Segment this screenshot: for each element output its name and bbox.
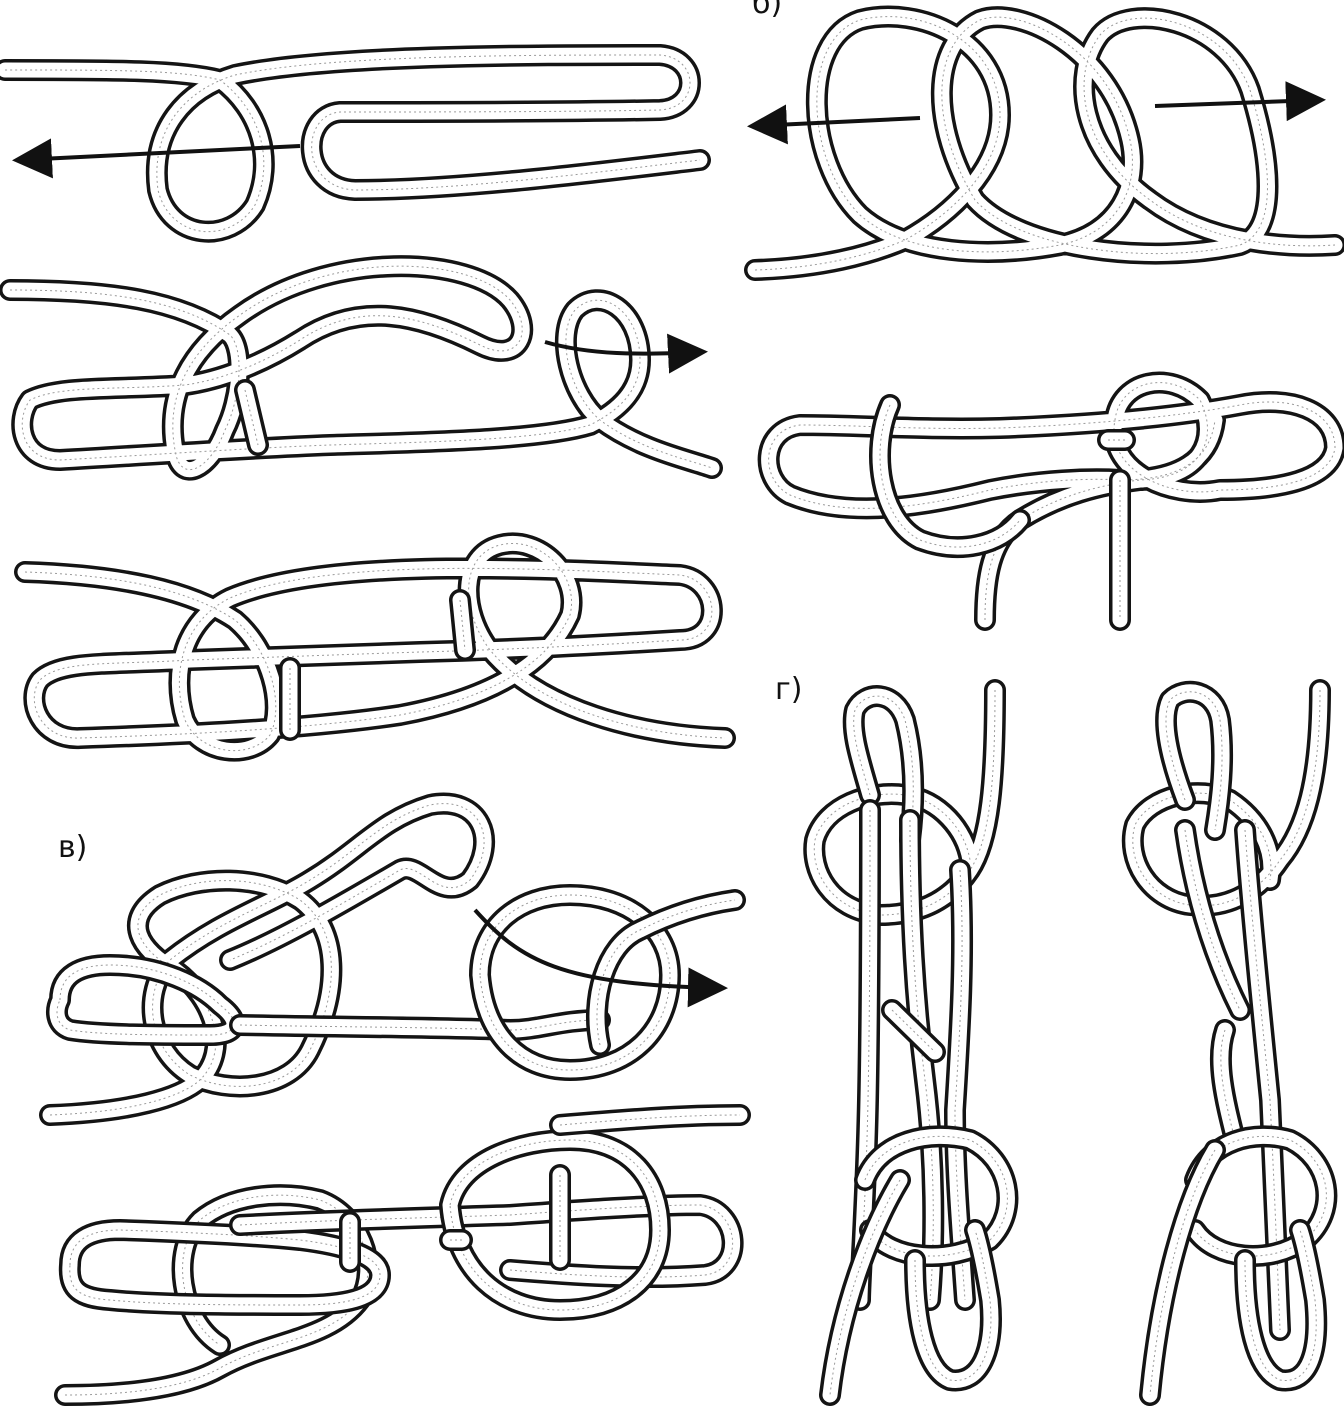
label-g: г) (775, 672, 803, 707)
step-b2-rope (757, 371, 1344, 631)
step-a1-rope (0, 44, 711, 243)
arrow-right-b1 (1154, 81, 1326, 122)
step-c2-rope (54, 1104, 751, 1406)
label-v: в) (58, 830, 88, 865)
step-a3-rope (14, 532, 736, 762)
arrow-right-c1 (473, 908, 728, 1008)
arrow-left-a1 (12, 138, 301, 179)
step-d1-rope (803, 679, 1019, 1406)
arrow-right-a2 (544, 333, 708, 374)
step-b1-rope (744, 5, 1344, 281)
step-c1-rope (39, 792, 746, 1126)
step-a2-rope (0, 255, 723, 481)
label-b: б) (752, 0, 783, 21)
arrow-left-b1 (747, 104, 921, 145)
step-d2-rope (1121, 679, 1338, 1406)
